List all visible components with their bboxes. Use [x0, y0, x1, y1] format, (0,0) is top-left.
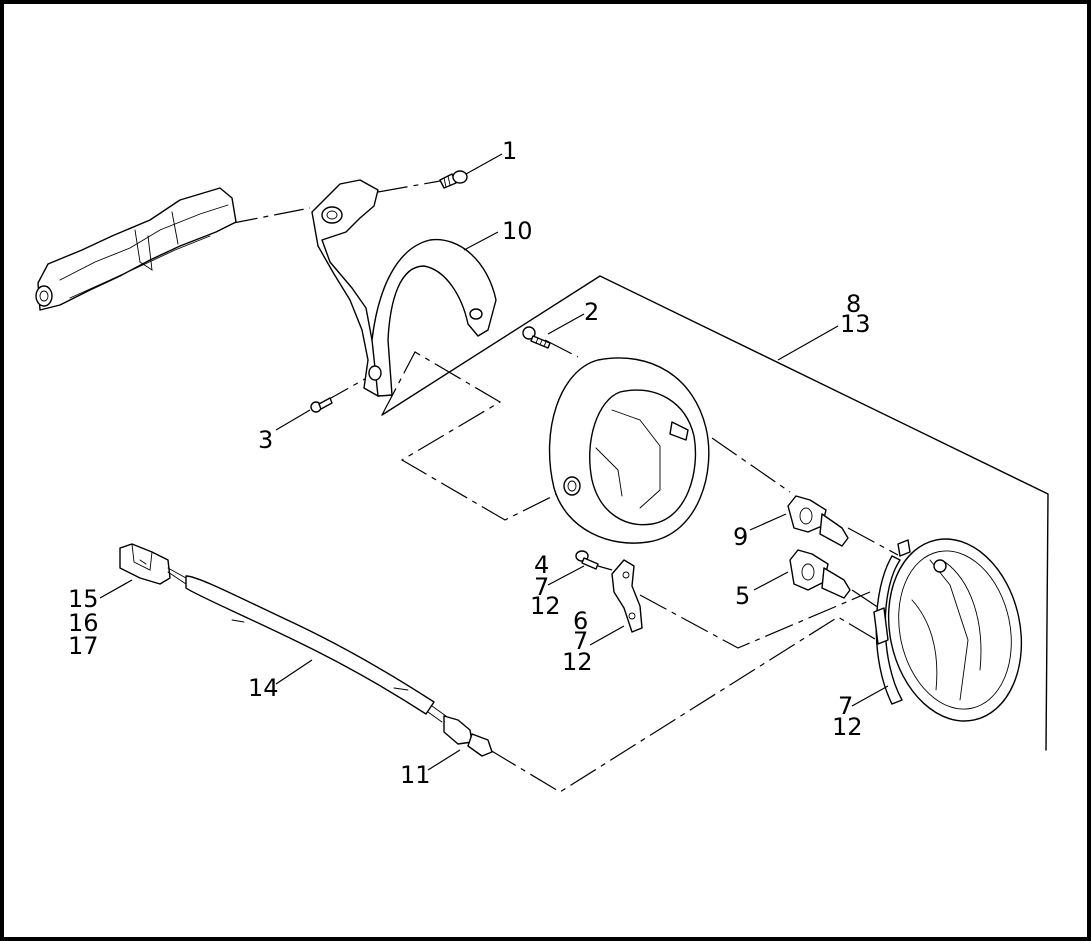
headlamp-bracket: [311, 179, 497, 397]
callout-labels: 1 10 2 8 13 3 9 5 4 7 12 6 7 12 7 12 15 …: [68, 137, 871, 789]
callout-7-lens: 7: [838, 692, 853, 720]
bulb-part-9: [787, 495, 849, 547]
assembly-lines: [227, 180, 899, 793]
screw-part-4: [575, 550, 599, 570]
screw-part-2: [522, 326, 551, 349]
callout-15: 15: [68, 585, 99, 613]
callout-4: 4: [534, 551, 549, 579]
callout-5: 5: [735, 582, 750, 610]
kit-outline: [381, 275, 1049, 751]
callout-13: 13: [840, 310, 871, 338]
callout-3: 3: [258, 426, 273, 454]
fork-clamp-bracket: [35, 187, 237, 311]
leader-lines: [99, 153, 889, 771]
callout-12-clip-screw: 12: [530, 592, 561, 620]
callout-12-clip: 12: [562, 648, 593, 676]
screw-part-3: [310, 397, 333, 413]
callout-6: 6: [573, 607, 588, 635]
callout-2: 2: [584, 298, 599, 326]
callout-16: 16: [68, 609, 99, 637]
screw-part-1: [439, 170, 468, 189]
callout-12-lens: 12: [832, 713, 863, 741]
headlamp-lens-assembly: [873, 538, 1023, 722]
wiring-harness: [119, 543, 493, 757]
callout-11: 11: [400, 761, 431, 789]
headlamp-housing: [548, 357, 710, 544]
callout-1: 1: [502, 137, 517, 165]
callout-7-clip: 7: [573, 627, 588, 655]
callout-14: 14: [248, 674, 279, 702]
callout-7-clip-screw: 7: [534, 573, 549, 601]
callout-8: 8: [846, 290, 861, 318]
callout-17: 17: [68, 632, 99, 660]
callout-9: 9: [733, 523, 748, 551]
bulb-part-5: [789, 549, 851, 599]
clip-part-6: [611, 559, 643, 633]
callout-10: 10: [502, 217, 533, 245]
